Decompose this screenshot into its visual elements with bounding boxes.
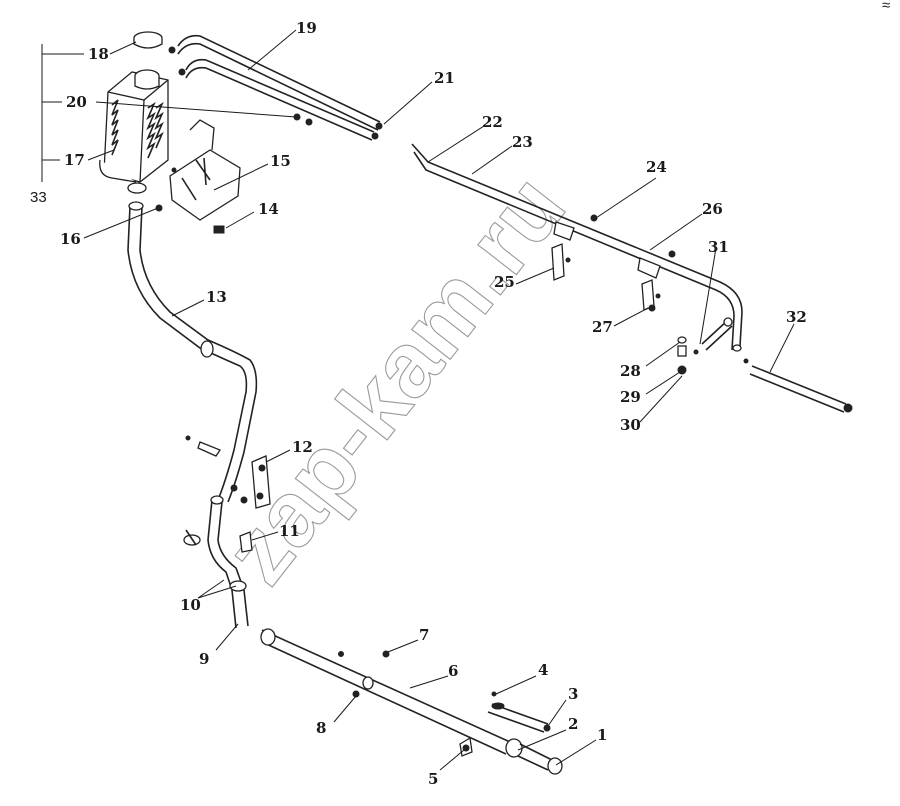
label-3: 3 xyxy=(568,685,578,703)
label-33: 33 xyxy=(30,189,47,206)
label-19: 19 xyxy=(296,19,317,37)
label-31: 31 xyxy=(708,238,729,256)
label-27: 27 xyxy=(592,318,613,336)
main-hose xyxy=(127,201,258,503)
label-30: 30 xyxy=(620,416,641,434)
label-22: 22 xyxy=(482,113,503,131)
label-18: 18 xyxy=(88,45,109,63)
upper-twin-tubes xyxy=(177,34,383,141)
tube-clamps xyxy=(551,243,661,312)
label-2: 2 xyxy=(568,715,578,733)
label-8: 8 xyxy=(316,719,326,737)
tank-bracket xyxy=(155,119,241,234)
label-21: 21 xyxy=(434,69,455,87)
rear-small-parts xyxy=(677,317,733,375)
label-11: 11 xyxy=(279,522,300,540)
label-10: 10 xyxy=(180,596,201,614)
label-32: 32 xyxy=(786,308,807,326)
label-15: 15 xyxy=(270,152,291,170)
label-25: 25 xyxy=(494,273,515,291)
label-14: 14 xyxy=(258,200,279,218)
rear-twin-tubes xyxy=(411,143,743,352)
label-16: 16 xyxy=(60,230,81,248)
label-23: 23 xyxy=(512,133,533,151)
label-26: 26 xyxy=(702,200,723,218)
label-17: 17 xyxy=(64,151,85,169)
label-7: 7 xyxy=(419,626,429,644)
label-20: 20 xyxy=(66,93,87,111)
expansion-tank xyxy=(99,31,169,183)
small-lower-parts xyxy=(459,691,551,757)
label-5: 5 xyxy=(428,770,438,788)
label-12: 12 xyxy=(292,438,313,456)
clamp-brackets xyxy=(185,435,271,553)
leader-lines xyxy=(41,29,795,771)
label-9: 9 xyxy=(199,650,209,668)
label-4: 4 xyxy=(538,661,548,679)
lower-long-tube xyxy=(260,628,563,775)
callout-labels: 1 2 3 4 5 6 7 8 9 10 11 12 13 14 15 16 1… xyxy=(30,19,807,788)
label-24: 24 xyxy=(646,158,667,176)
rear-rod xyxy=(743,358,853,413)
label-28: 28 xyxy=(620,362,641,380)
label-29: 29 xyxy=(620,388,641,406)
watermark: zap-kam.ru xyxy=(205,157,584,603)
label-13: 13 xyxy=(206,288,227,306)
label-1: 1 xyxy=(597,726,607,744)
corner-mark: ≈ xyxy=(882,0,890,14)
label-6: 6 xyxy=(448,662,458,680)
lower-pipe-section xyxy=(183,495,249,629)
